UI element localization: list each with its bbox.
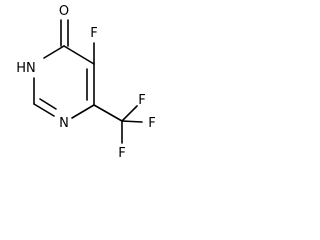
- bond-c2-n1-b: [39, 98, 57, 110]
- bond-c4-n3: [43, 45, 65, 59]
- chemical-structure: O HN F N F F F: [16, 4, 155, 161]
- bond-n1-c6: [71, 104, 95, 119]
- atom-fluorine-cf3-right: F: [148, 116, 155, 131]
- bond-c2-n1-a: [33, 103, 55, 117]
- bond-cf3-f-top: [121, 105, 138, 122]
- bond-c6-cf3: [93, 104, 123, 122]
- atom-fluorine-cf3-top: F: [138, 93, 145, 108]
- atom-nitrogen-ring: N: [59, 116, 69, 131]
- atom-fluorine-cf3-bottom: F: [118, 146, 125, 161]
- bond-c4-c5: [63, 45, 95, 65]
- atom-oxygen: O: [59, 4, 69, 19]
- bond-cf3-f-right: [121, 120, 143, 123]
- atom-nh: HN: [16, 61, 36, 76]
- atom-labels: O HN F N F F F: [16, 4, 155, 161]
- bonds: [33, 19, 143, 144]
- atom-fluorine-ring: F: [90, 26, 97, 41]
